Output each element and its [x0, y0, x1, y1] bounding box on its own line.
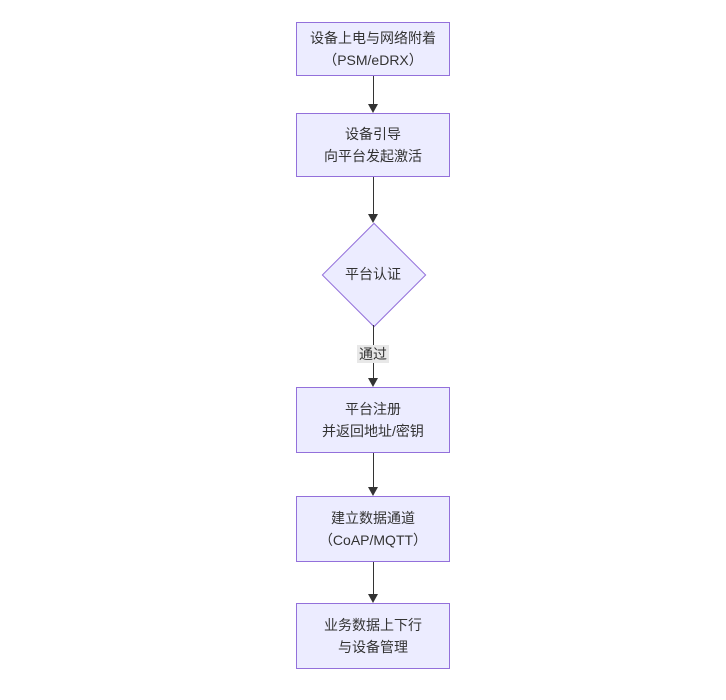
- arrowhead-down-icon: [368, 378, 378, 387]
- arrowhead-down-icon: [368, 487, 378, 496]
- edge-arrow-3: 通过: [296, 325, 450, 387]
- arrowhead-down-icon: [368, 214, 378, 223]
- node-text: 设备引导: [345, 126, 401, 142]
- edge-line: [372, 562, 374, 595]
- arrowhead-down-icon: [368, 594, 378, 603]
- node-text: 向平台发起激活: [324, 148, 422, 164]
- node-text: 平台认证: [345, 266, 401, 282]
- edge-arrow-1: [296, 76, 450, 113]
- edge-line: [372, 453, 374, 488]
- edge-line: [372, 76, 374, 105]
- node-text: 并返回地址/密钥: [322, 423, 424, 439]
- flow-node-platform-auth: 平台认证: [321, 222, 427, 328]
- node-text: （CoAP/MQTT）: [318, 532, 428, 548]
- edge-arrow-4: [296, 453, 450, 496]
- edge-line: [372, 177, 374, 215]
- edge-label-pass: 通过: [357, 345, 389, 363]
- node-text: 设备上电与网络附着: [310, 30, 436, 46]
- node-text: 与设备管理: [338, 639, 408, 655]
- flow-node-data-channel: 建立数据通道 （CoAP/MQTT）: [296, 496, 450, 562]
- flow-node-device-bootstrap: 设备引导 向平台发起激活: [296, 113, 450, 177]
- node-text: 业务数据上下行: [324, 617, 422, 633]
- node-text: 平台注册: [345, 401, 401, 417]
- arrowhead-down-icon: [368, 104, 378, 113]
- edge-arrow-5: [296, 562, 450, 603]
- node-text: 建立数据通道: [331, 510, 415, 526]
- flowchart: 设备上电与网络附着 （PSM/eDRX） 设备引导 向平台发起激活 平台认证 通…: [296, 22, 450, 669]
- edge-arrow-2: [296, 177, 450, 223]
- node-text: （PSM/eDRX）: [323, 52, 423, 68]
- flow-node-business-data: 业务数据上下行 与设备管理: [296, 603, 450, 669]
- flow-node-power-network-attach: 设备上电与网络附着 （PSM/eDRX）: [296, 22, 450, 76]
- flow-node-platform-register: 平台注册 并返回地址/密钥: [296, 387, 450, 453]
